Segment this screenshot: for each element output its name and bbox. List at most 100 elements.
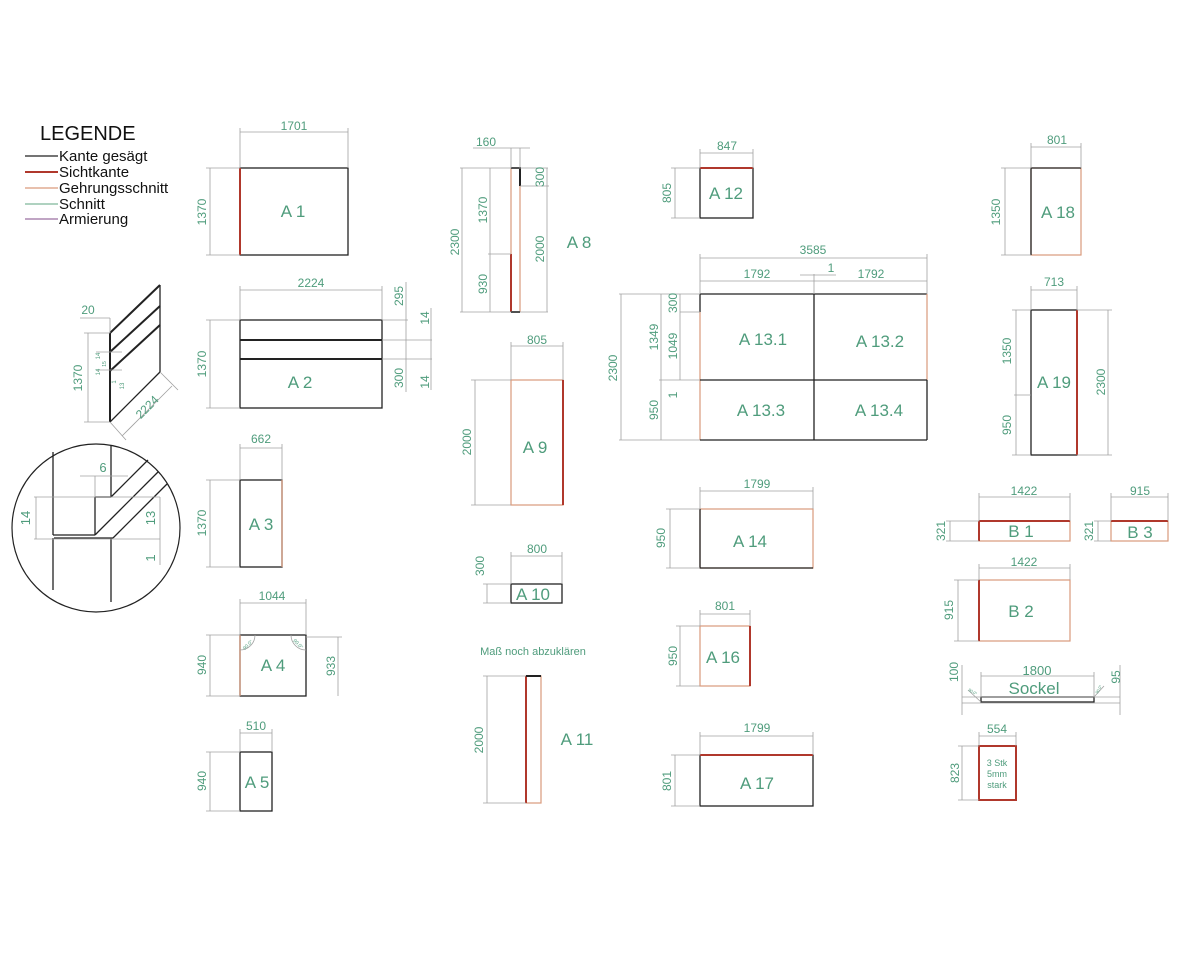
dim-label: 1799 bbox=[744, 477, 771, 491]
dim-label: 14 bbox=[96, 352, 102, 359]
dim-label: 2000 bbox=[460, 428, 474, 455]
dim-label: 1 bbox=[828, 261, 835, 275]
dim-label: 1701 bbox=[281, 119, 308, 133]
legend-title: LEGENDE bbox=[40, 123, 136, 145]
dim-label: 662 bbox=[251, 432, 271, 446]
angle-label: 90.0° bbox=[1094, 684, 1103, 695]
panel-a17: 1799 801 A 17 bbox=[660, 721, 814, 807]
dim-label: 1370 bbox=[195, 509, 209, 536]
panel-label: A 13.1 bbox=[739, 330, 787, 349]
dim-label: 713 bbox=[1044, 275, 1064, 289]
dim-label: 1422 bbox=[1011, 555, 1038, 569]
dim-label: 2224 bbox=[298, 276, 325, 290]
dim-label: 13 bbox=[120, 382, 126, 389]
panel-label: B 1 bbox=[1008, 522, 1034, 541]
panel-a8: 160 2300 1370 930 2000 300 A 8 bbox=[448, 135, 592, 313]
dim-label: 2300 bbox=[448, 228, 462, 255]
dim-label: 1 bbox=[143, 554, 158, 561]
dim-label: 95 bbox=[1109, 670, 1123, 684]
legend-label: Schnitt bbox=[59, 196, 106, 213]
dim-label: 554 bbox=[987, 722, 1007, 736]
panel-plate: 554 823 3 Stk 5mm stark bbox=[948, 722, 1017, 801]
dim-label: 1370 bbox=[71, 364, 85, 391]
legend: LEGENDE Kante gesägt Sichtkante Gehrungs… bbox=[25, 123, 169, 228]
dim-label: 1792 bbox=[744, 267, 771, 281]
dim-label: 805 bbox=[527, 333, 547, 347]
dim-label: 300 bbox=[666, 293, 680, 313]
dim-label: 950 bbox=[666, 646, 680, 666]
dim-label: 3585 bbox=[800, 243, 827, 257]
panel-label: A 13.2 bbox=[856, 332, 904, 351]
dim-label: 801 bbox=[715, 599, 735, 613]
note-text: stark bbox=[987, 780, 1007, 790]
dim-label: 14 bbox=[96, 368, 102, 375]
dim-label: 847 bbox=[717, 139, 737, 153]
dim-label: 2300 bbox=[606, 354, 620, 381]
dim-label: 14 bbox=[418, 375, 432, 389]
panel-label: A 19 bbox=[1037, 373, 1071, 392]
panel-label: A 12 bbox=[709, 184, 743, 203]
panel-a9: 805 2000 A 9 bbox=[460, 333, 564, 506]
dim-label: 950 bbox=[654, 528, 668, 548]
dim-label: 1349 bbox=[647, 323, 661, 350]
dim-label: 321 bbox=[1082, 521, 1096, 541]
dim-label: 930 bbox=[476, 274, 490, 294]
dim-label: 1792 bbox=[858, 267, 885, 281]
panel-label: A 5 bbox=[245, 773, 270, 792]
legend-label: Sichtkante bbox=[59, 164, 129, 181]
dim-label: 1799 bbox=[744, 721, 771, 735]
panel-label: A 13.4 bbox=[855, 401, 903, 420]
dim-label: 823 bbox=[948, 763, 962, 783]
panel-label: A 2 bbox=[288, 373, 313, 392]
dim-label: 950 bbox=[1000, 415, 1014, 435]
dim-label: 20 bbox=[81, 303, 95, 317]
panel-a16: 801 950 A 16 bbox=[666, 599, 751, 687]
note-text: Maß noch abzuklären bbox=[480, 646, 586, 658]
dim-label: 940 bbox=[195, 771, 209, 791]
dim-label: 160 bbox=[476, 135, 496, 149]
dim-label: 6 bbox=[99, 460, 106, 475]
dim-label: 933 bbox=[324, 656, 338, 676]
panel-label: A 17 bbox=[740, 774, 774, 793]
dim-label: 950 bbox=[647, 400, 661, 420]
panel-label: A 14 bbox=[733, 532, 767, 551]
dim-label: 2300 bbox=[1094, 368, 1108, 395]
legend-label: Armierung bbox=[59, 211, 128, 228]
dim-label: 1800 bbox=[1023, 663, 1052, 678]
dim-label: 1350 bbox=[989, 198, 1003, 225]
dim-label: 800 bbox=[527, 542, 547, 556]
dim-label: 300 bbox=[473, 556, 487, 576]
angle-label: 90.0° bbox=[291, 638, 304, 651]
dim-label: 1370 bbox=[195, 350, 209, 377]
panel-label: A 18 bbox=[1041, 203, 1075, 222]
panel-label: A 16 bbox=[706, 648, 740, 667]
panel-label: A 1 bbox=[281, 202, 306, 221]
panel-sockel: 1800 Sockel 100 95 90.0° 90.0° bbox=[947, 662, 1123, 715]
angle-label: 90.0° bbox=[967, 687, 978, 696]
panel-label: B 2 bbox=[1008, 602, 1034, 621]
dim-label: 14 bbox=[18, 511, 33, 525]
dim-label: 915 bbox=[942, 600, 956, 620]
panel-label: Sockel bbox=[1008, 679, 1059, 698]
iso-view: 20 1370 2224 14 14 1 13 15 bbox=[71, 284, 179, 441]
panel-label: A 4 bbox=[261, 656, 286, 675]
dim-label: 915 bbox=[1130, 484, 1150, 498]
panel-b2: 1422 915 B 2 bbox=[942, 555, 1071, 642]
dim-label: 1350 bbox=[1000, 337, 1014, 364]
panel-label: A 11 bbox=[561, 730, 594, 749]
panel-a19: 713 1350 950 2300 A 19 bbox=[1000, 275, 1112, 456]
panel-label: A 8 bbox=[567, 233, 592, 252]
detail-view: 6 14 13 1 bbox=[11, 443, 181, 613]
dim-label: 100 bbox=[947, 662, 961, 682]
panel-label: B 3 bbox=[1127, 523, 1153, 542]
dim-label: 13 bbox=[143, 511, 158, 525]
panel-a12: 847 805 A 12 bbox=[660, 139, 754, 219]
panel-a4: 1044 940 933 90.0° 90.0° A 4 bbox=[195, 589, 342, 697]
note-text: 3 Stk bbox=[987, 758, 1008, 768]
dim-label: 2000 bbox=[472, 726, 486, 753]
dim-label: 1 bbox=[666, 391, 680, 398]
dim-label: 14 bbox=[418, 311, 432, 325]
panel-a5: 510 940 A 5 bbox=[195, 719, 273, 812]
dim-label: 2224 bbox=[133, 393, 162, 422]
legend-label: Gehrungsschnitt bbox=[59, 180, 169, 197]
